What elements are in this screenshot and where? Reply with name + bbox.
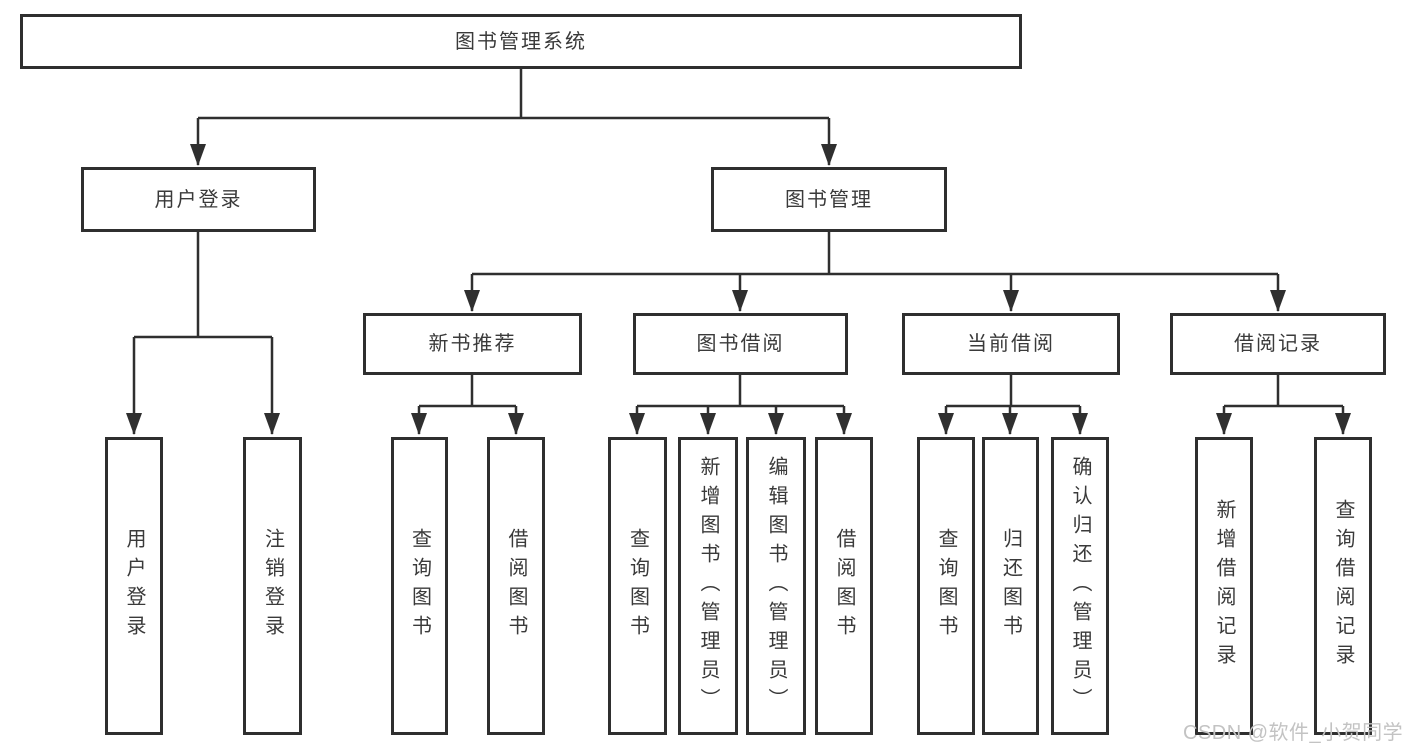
leaf-cb-confirm-return-admin-label: 确认归还（管理员） xyxy=(1069,455,1091,717)
leaf-cb-return-books-label: 归还图书 xyxy=(999,528,1022,644)
leaf-bw-edit-book-admin-label: 编辑图书（管理员） xyxy=(765,455,787,717)
leaf-bw-borrow-books: 借阅图书 xyxy=(815,437,873,735)
leaf-rc-add-record: 新增借阅记录 xyxy=(1195,437,1253,735)
leaf-rc-query-record: 查询借阅记录 xyxy=(1314,437,1372,735)
leaf-cb-query-books: 查询图书 xyxy=(917,437,975,735)
leaf-cb-return-books: 归还图书 xyxy=(982,437,1039,735)
node-new-book-recommend-label: 新书推荐 xyxy=(428,333,517,355)
leaf-nb-borrow-books: 借阅图书 xyxy=(487,437,545,735)
leaf-bw-edit-book-admin: 编辑图书（管理员） xyxy=(746,437,806,735)
leaf-nb-borrow-books-label: 借阅图书 xyxy=(505,528,527,644)
leaf-rc-query-record-label: 查询借阅记录 xyxy=(1332,499,1354,673)
node-borrow-records: 借阅记录 xyxy=(1170,313,1386,375)
node-new-book-recommend: 新书推荐 xyxy=(363,313,582,375)
leaf-logout: 注销登录 xyxy=(243,437,302,735)
leaf-nb-query-books: 查询图书 xyxy=(391,437,448,735)
leaf-bw-borrow-books-label: 借阅图书 xyxy=(833,528,855,644)
leaf-user-login-label: 用户登录 xyxy=(123,528,145,644)
node-book-borrow-label: 图书借阅 xyxy=(696,333,785,355)
csdn-watermark: CSDN @软件_小贺同学 xyxy=(1183,722,1404,744)
leaf-bw-query-books: 查询图书 xyxy=(608,437,667,735)
leaf-bw-add-book-admin-label: 新增图书（管理员） xyxy=(697,455,719,717)
leaf-rc-add-record-label: 新增借阅记录 xyxy=(1213,499,1235,673)
node-book-management: 图书管理 xyxy=(711,167,947,232)
node-book-borrow: 图书借阅 xyxy=(633,313,848,375)
leaf-bw-add-book-admin: 新增图书（管理员） xyxy=(678,437,738,735)
leaf-logout-label: 注销登录 xyxy=(261,528,284,644)
leaf-nb-query-books-label: 查询图书 xyxy=(408,528,431,644)
leaf-cb-confirm-return-admin: 确认归还（管理员） xyxy=(1051,437,1109,735)
node-user-login: 用户登录 xyxy=(81,167,316,232)
node-current-borrow: 当前借阅 xyxy=(902,313,1120,375)
connector-lines xyxy=(134,69,1343,408)
node-root-system: 图书管理系统 xyxy=(20,14,1022,69)
node-book-management-label: 图书管理 xyxy=(785,188,873,211)
leaf-user-login: 用户登录 xyxy=(105,437,163,735)
leaf-bw-query-books-label: 查询图书 xyxy=(626,528,649,644)
node-borrow-records-label: 借阅记录 xyxy=(1234,333,1322,355)
leaf-cb-query-books-label: 查询图书 xyxy=(935,528,957,644)
node-current-borrow-label: 当前借阅 xyxy=(967,333,1055,355)
node-root-label: 图书管理系统 xyxy=(455,30,587,53)
node-user-login-label: 用户登录 xyxy=(154,188,243,211)
